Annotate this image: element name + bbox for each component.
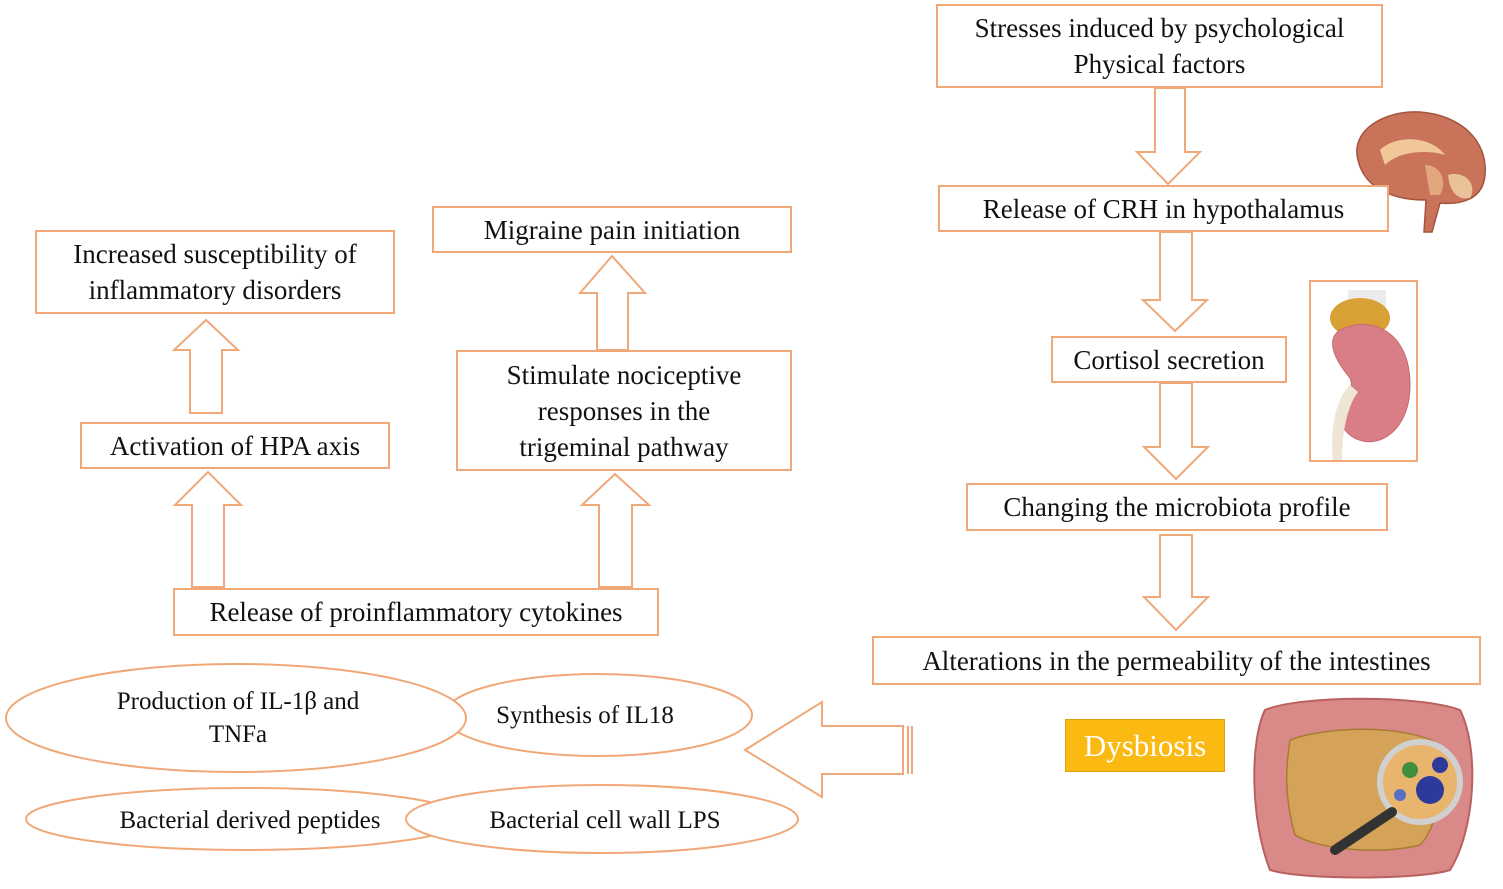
- dysbiosis-text: Dysbiosis: [1083, 727, 1207, 763]
- hpa-box: Activation of HPA axis: [80, 422, 390, 469]
- kidney-frame: [1309, 280, 1418, 462]
- cytokines-text: Release of proinflammatory cytokines: [209, 597, 623, 627]
- permeability-box: Alterations in the permeability of the i…: [872, 636, 1481, 685]
- cortisol-box: Cortisol secretion: [1051, 336, 1287, 383]
- arrow-microbiota-to-permeability: [1141, 534, 1211, 632]
- migraine-box: Migraine pain initiation: [432, 206, 792, 253]
- ellipse-il1b: [5, 663, 467, 773]
- susceptibility-text: Increased susceptibility of inflammatory…: [73, 239, 357, 305]
- stresses-box: Stresses induced by psychological Physic…: [936, 4, 1383, 88]
- crh-box: Release of CRH in hypothalamus: [938, 185, 1389, 232]
- lps-text: Bacterial cell wall LPS: [489, 806, 721, 834]
- arrow-crh-to-cortisol: [1140, 231, 1210, 333]
- cytokines-box: Release of proinflammatory cytokines: [173, 588, 659, 636]
- arrow-cytokines-to-nociceptive: [579, 472, 652, 588]
- hpa-text: Activation of HPA axis: [109, 430, 361, 461]
- cortisol-text: Cortisol secretion: [1073, 344, 1265, 375]
- nociceptive-text: Stimulate nociceptive responses in the t…: [506, 359, 742, 462]
- migraine-text: Migraine pain initiation: [483, 214, 741, 245]
- dysbiosis-label: Dysbiosis: [1065, 719, 1225, 772]
- kidney-adrenal-illustration: [1330, 290, 1411, 460]
- il18-text: Synthesis of IL18: [496, 701, 674, 729]
- arrow-cytokines-to-hpa: [172, 470, 244, 588]
- susceptibility-box: Increased susceptibility of inflammatory…: [35, 230, 395, 314]
- arrow-nociceptive-to-migraine: [577, 254, 648, 351]
- intestine-magnifier-illustration: [1253, 697, 1474, 879]
- permeability-text: Alterations in the permeability of the i…: [922, 645, 1431, 676]
- arrow-cortisol-to-microbiota: [1141, 382, 1211, 481]
- arrow-hpa-to-susceptibility: [171, 318, 241, 414]
- arrow-to-ellipses: [743, 700, 904, 799]
- nociceptive-box: Stimulate nociceptive responses in the t…: [456, 350, 792, 471]
- microbiota-text: Changing the microbiota profile: [1003, 492, 1351, 522]
- crh-text: Release of CRH in hypothalamus: [982, 193, 1345, 224]
- il1b-text: Production of IL-1β and TNFa: [116, 688, 360, 748]
- arrow-stress-to-crh: [1134, 87, 1203, 186]
- brain-illustration: [1356, 111, 1486, 233]
- stresses-text: Stresses induced by psychological Physic…: [974, 13, 1345, 79]
- peptides-text: Bacterial derived peptides: [119, 806, 381, 834]
- ellipse-lps: [405, 784, 799, 854]
- microbiota-box: Changing the microbiota profile: [966, 483, 1388, 531]
